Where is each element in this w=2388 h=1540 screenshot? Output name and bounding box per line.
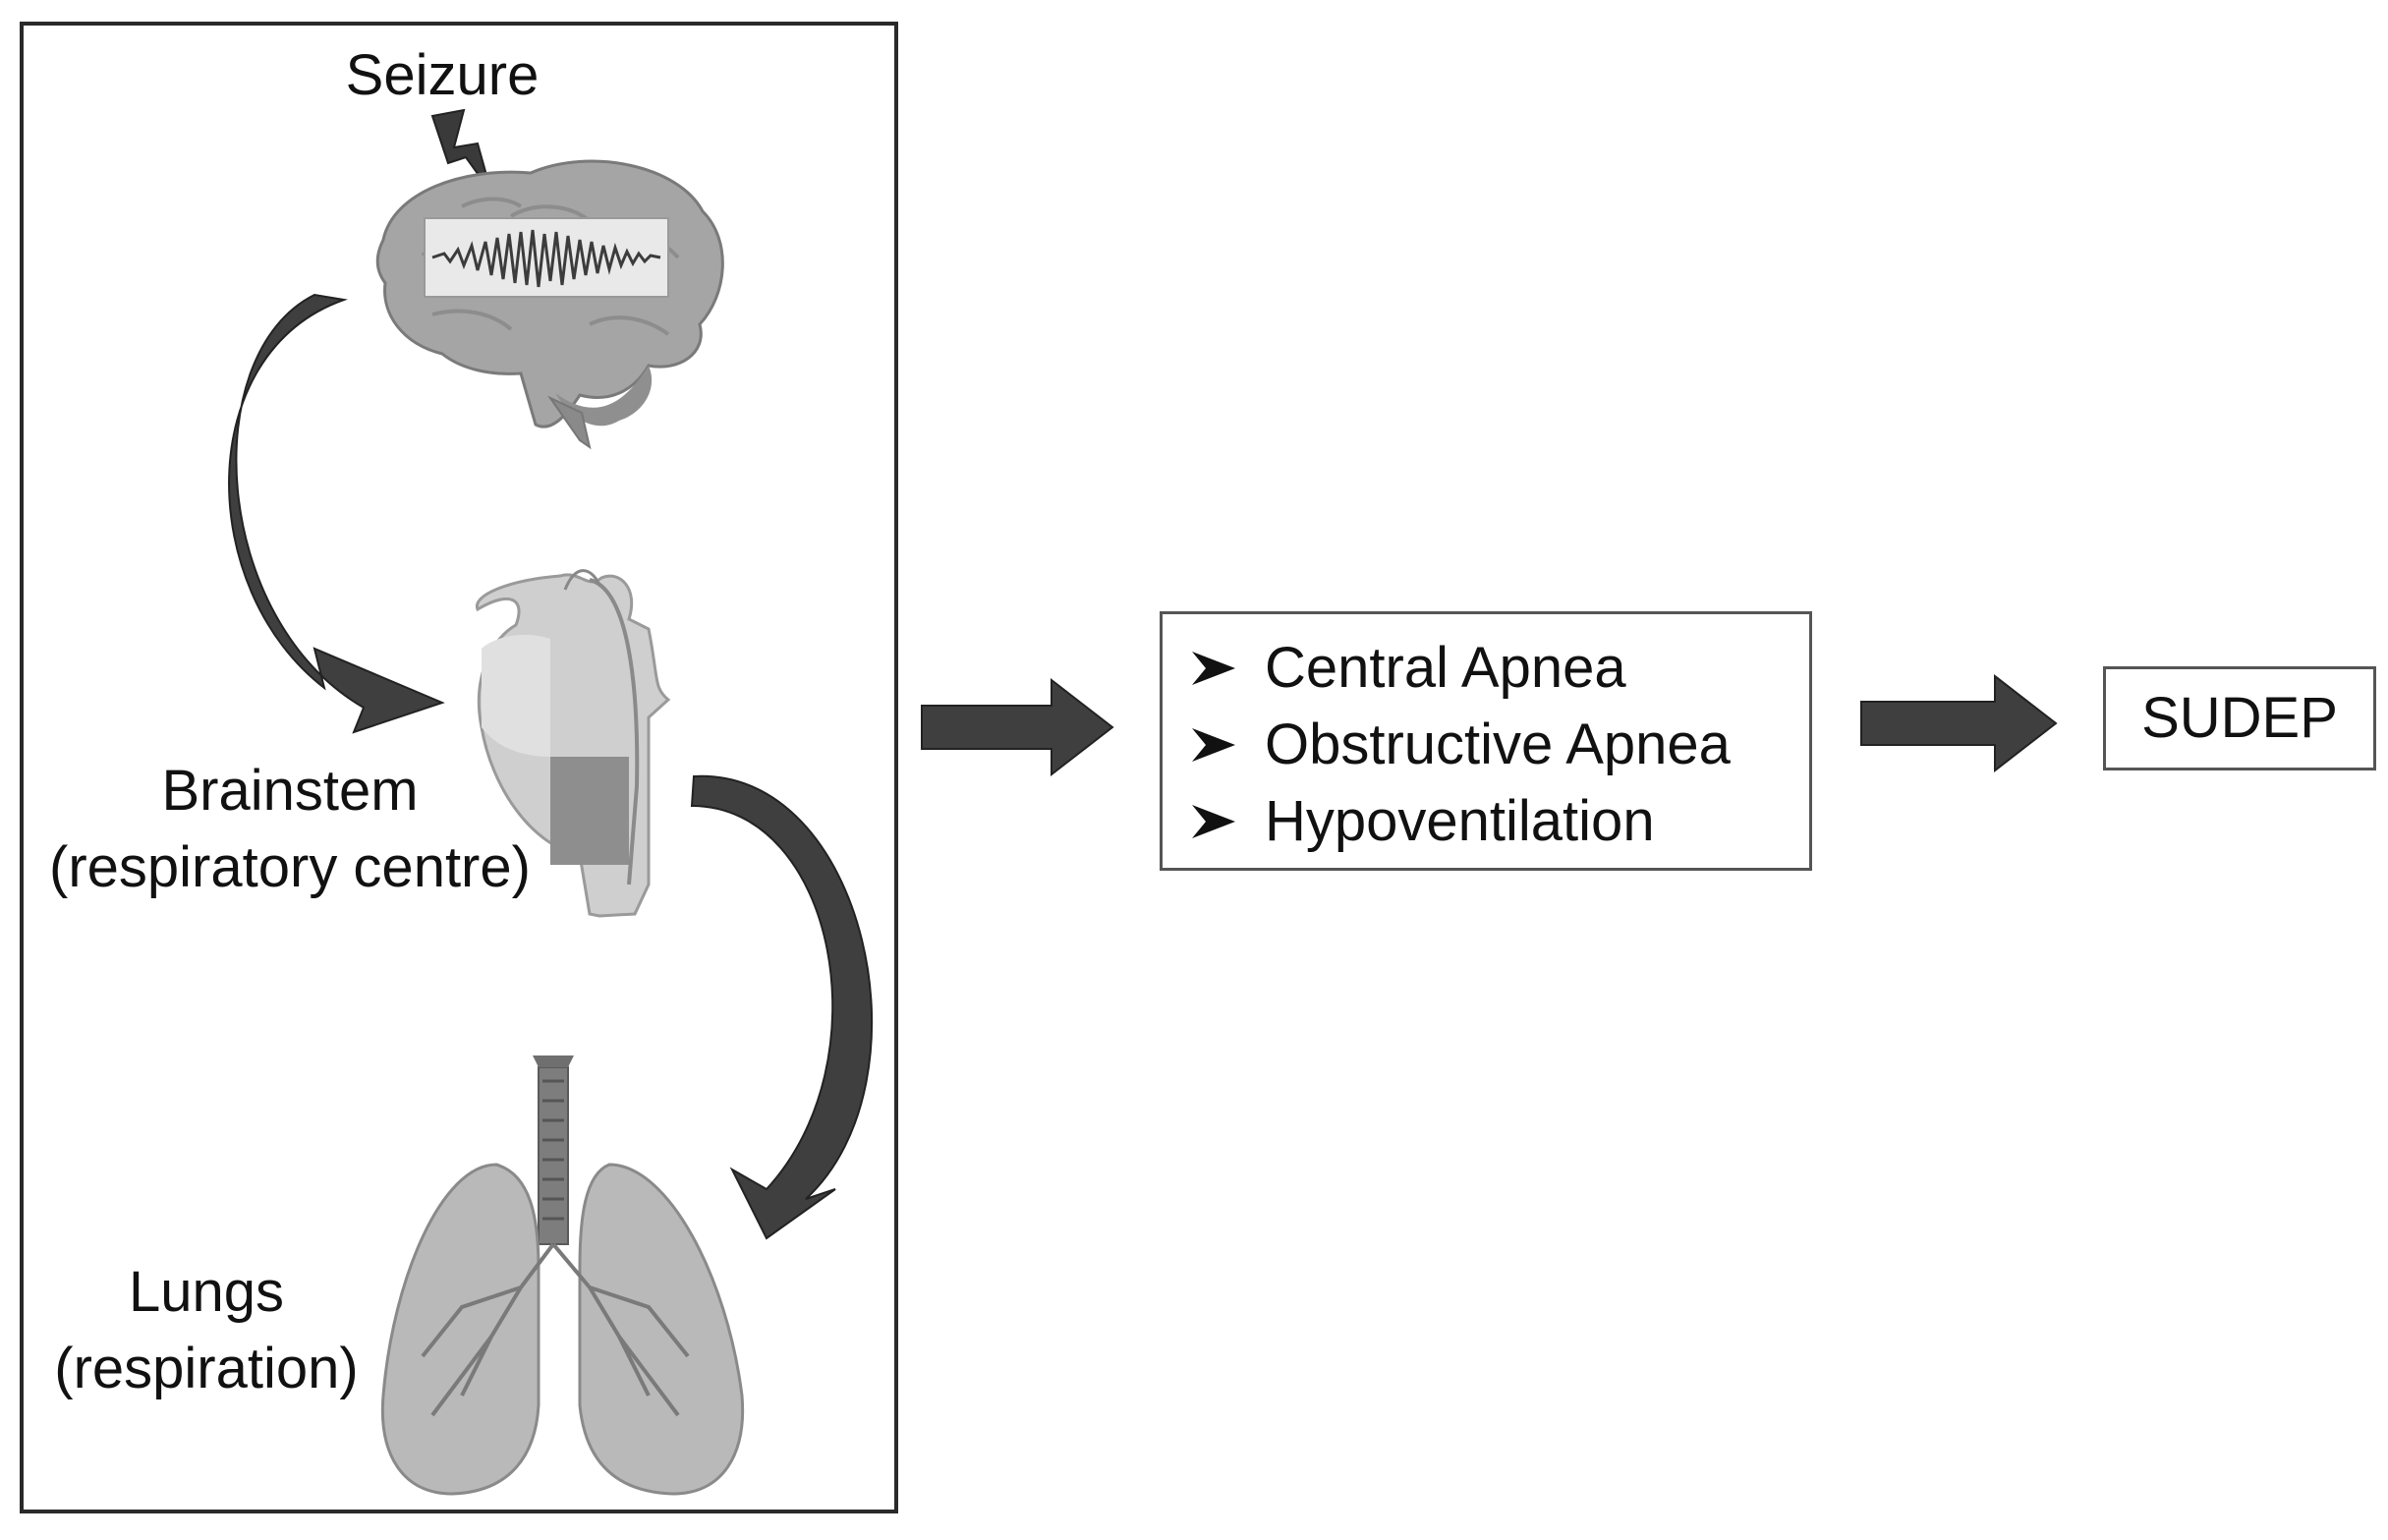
bullet-arrowhead-icon bbox=[1192, 805, 1235, 838]
outcomes-box: Central Apnea Obstructive Apnea Hypovent… bbox=[1160, 611, 1812, 871]
curved-arrow-icon bbox=[228, 293, 445, 734]
brainstem-label-subtitle: (respiratory centre) bbox=[49, 835, 531, 899]
block-arrow-icon bbox=[1860, 673, 2058, 773]
outcomes-list: Central Apnea Obstructive Apnea Hypovent… bbox=[1163, 630, 1809, 860]
brainstem-label: Brainstem (respiratory centre) bbox=[39, 753, 540, 906]
outcome-label: Central Apnea bbox=[1265, 636, 1626, 700]
lungs-label-title: Lungs bbox=[128, 1260, 285, 1324]
block-arrow-icon bbox=[921, 677, 1114, 777]
outcome-label: Hypoventilation bbox=[1265, 789, 1655, 853]
lungs-label: Lungs (respiration) bbox=[39, 1254, 373, 1407]
seizure-label: Seizure bbox=[345, 43, 540, 107]
lungs-label-subtitle: (respiration) bbox=[54, 1337, 359, 1400]
list-item: Obstructive Apnea bbox=[1163, 707, 1809, 783]
brainstem-label-title: Brainstem bbox=[161, 759, 419, 823]
eeg-waveform-icon bbox=[424, 217, 669, 298]
bullet-arrowhead-icon bbox=[1192, 728, 1235, 762]
list-item: Central Apnea bbox=[1163, 630, 1809, 707]
curved-arrow-icon bbox=[690, 774, 874, 1240]
lungs-icon bbox=[380, 1055, 745, 1496]
outcome-label: Obstructive Apnea bbox=[1265, 713, 1731, 776]
brainstem-icon bbox=[475, 569, 671, 918]
sudep-box: SUDEP bbox=[2103, 666, 2376, 770]
list-item: Hypoventilation bbox=[1163, 783, 1809, 860]
sudep-label: SUDEP bbox=[2141, 686, 2338, 750]
lightning-bolt-icon bbox=[430, 108, 492, 194]
bullet-arrowhead-icon bbox=[1192, 652, 1235, 685]
